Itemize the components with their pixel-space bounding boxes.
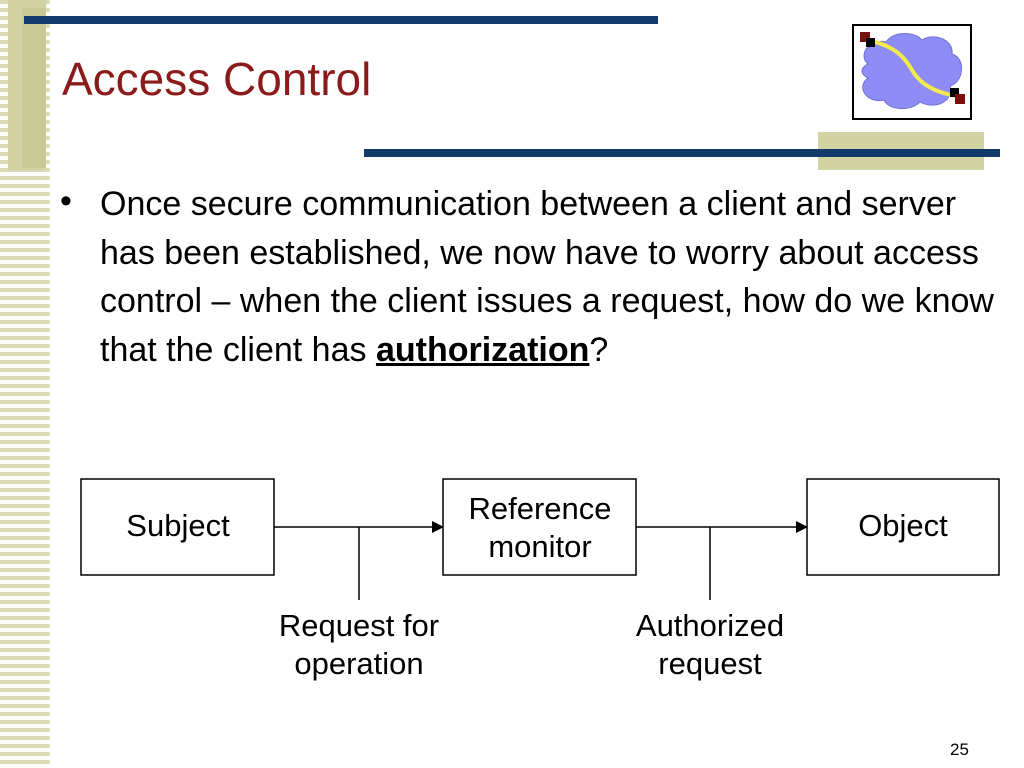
bullet-paragraph: Once secure communication between a clie… [100,180,1000,374]
request-label-line2: operation [294,646,423,681]
subject-box [80,478,275,576]
page-number: 25 [950,740,969,759]
authorized-label-line2: request [658,646,762,681]
object-label: Object [858,508,948,543]
top-navy-bar [24,16,658,24]
paragraph-question-mark: ? [589,330,609,369]
request-label-line1: Request for [279,608,439,643]
reference-monitor-label-line1: Reference [468,491,611,526]
subject-label: Subject [126,508,230,543]
mid-navy-bar [364,149,1000,157]
reference-monitor-box [442,478,637,576]
reference-monitor-label-line2: monitor [488,529,591,564]
network-logo-icon [852,24,972,120]
left-solid-inner-decoration [22,8,46,168]
authorization-emphasis: authorization [375,330,590,369]
authorized-label-line1: Authorized [636,608,784,643]
bullet-marker: • [60,182,72,220]
slide-title: Access Control [62,53,372,105]
paragraph-text: Once secure communication between a clie… [100,185,994,369]
access-control-diagram: Subject Reference monitor Object Request… [0,460,1024,700]
